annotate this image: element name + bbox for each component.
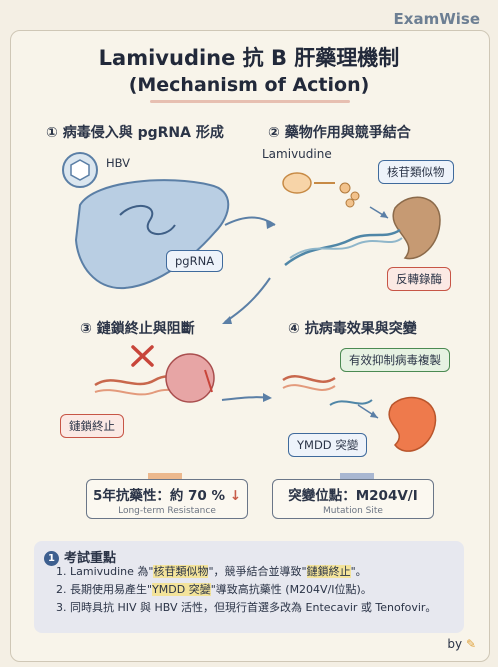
dna-strand-2 <box>284 228 401 266</box>
mutated-enzyme <box>388 396 437 452</box>
nucleoside-analog-label: 核苷類似物 <box>378 160 454 184</box>
number-badge: 1 <box>44 551 59 566</box>
flow-arrow-3-4 <box>221 396 271 401</box>
pgrna-label: pgRNA <box>166 250 224 272</box>
page-subtitle: (Mechanism of Action) <box>128 74 370 96</box>
hbv-label: HBV <box>106 156 131 170</box>
section-4-title: ④ 抗病毒效果與突變 <box>288 321 417 337</box>
flow-arrow-2-3 <box>224 277 271 323</box>
mutation-stat-value: 突變位點：M204V/I <box>288 488 418 504</box>
reverse-transcriptase-enzyme <box>392 196 441 260</box>
section-1-title: ① 病毒侵入與 pgRNA 形成 <box>46 125 224 141</box>
brand-logo: ExamWise <box>393 10 480 28</box>
down-arrow-icon: ↓ <box>229 488 242 504</box>
nucleoside-molecule <box>339 182 351 194</box>
resistance-stat-value: 5年抗藥性：約 70 % ↓ <box>92 488 242 504</box>
chain-termination-label: 鏈鎖終止 <box>60 414 124 438</box>
tape-decoration <box>340 473 374 483</box>
section-3-title: ③ 鏈鎖終止與阻斷 <box>80 321 195 337</box>
mutation-stat-box: 突變位點：M204V/I Mutation Site <box>272 479 434 519</box>
footer-by: by ✎ <box>447 637 476 651</box>
enzyme-blocked <box>165 353 215 403</box>
exam-points-list: Lamivudine 為"核苷類似物"，競爭結合並導致"鏈鎖終止"。 長期使用易… <box>56 563 436 617</box>
list-item: 長期使用易產生"YMDD 突變"導致高抗藥性 (M204V/I位點)。 <box>70 581 436 599</box>
tape-decoration <box>148 473 182 483</box>
dna-strand-4 <box>282 375 336 383</box>
resistance-stat-caption: Long-term Resistance <box>118 506 216 516</box>
page-title: Lamivudine 抗 B 肝藥理機制 <box>98 46 400 70</box>
list-item: 同時具抗 HIV 與 HBV 活性，但現行首選多改為 Entecavir 或 T… <box>70 599 436 617</box>
ymdd-mutation-label: YMDD 突變 <box>288 433 368 457</box>
liver-illustration <box>74 179 230 290</box>
mutation-stat-caption: Mutation Site <box>323 506 383 516</box>
effect-label: 有效抑制病毒複製 <box>340 348 450 372</box>
list-item: Lamivudine 為"核苷類似物"，競爭結合並導致"鏈鎖終止"。 <box>70 563 436 581</box>
reverse-transcriptase-label: 反轉錄酶 <box>387 267 451 291</box>
lamivudine-pill-icon <box>282 172 312 194</box>
banana-icon: ✎ <box>465 637 476 651</box>
lamivudine-label: Lamivudine <box>262 147 332 161</box>
title-underline <box>150 100 350 103</box>
block-x-icon <box>131 345 154 367</box>
flow-arrow-1-2 <box>224 216 276 226</box>
resistance-stat-box: 5年抗藥性：約 70 % ↓ Long-term Resistance <box>86 479 248 519</box>
pgrna-strand <box>119 204 176 235</box>
section-2-title: ② 藥物作用與競爭結合 <box>268 125 411 141</box>
